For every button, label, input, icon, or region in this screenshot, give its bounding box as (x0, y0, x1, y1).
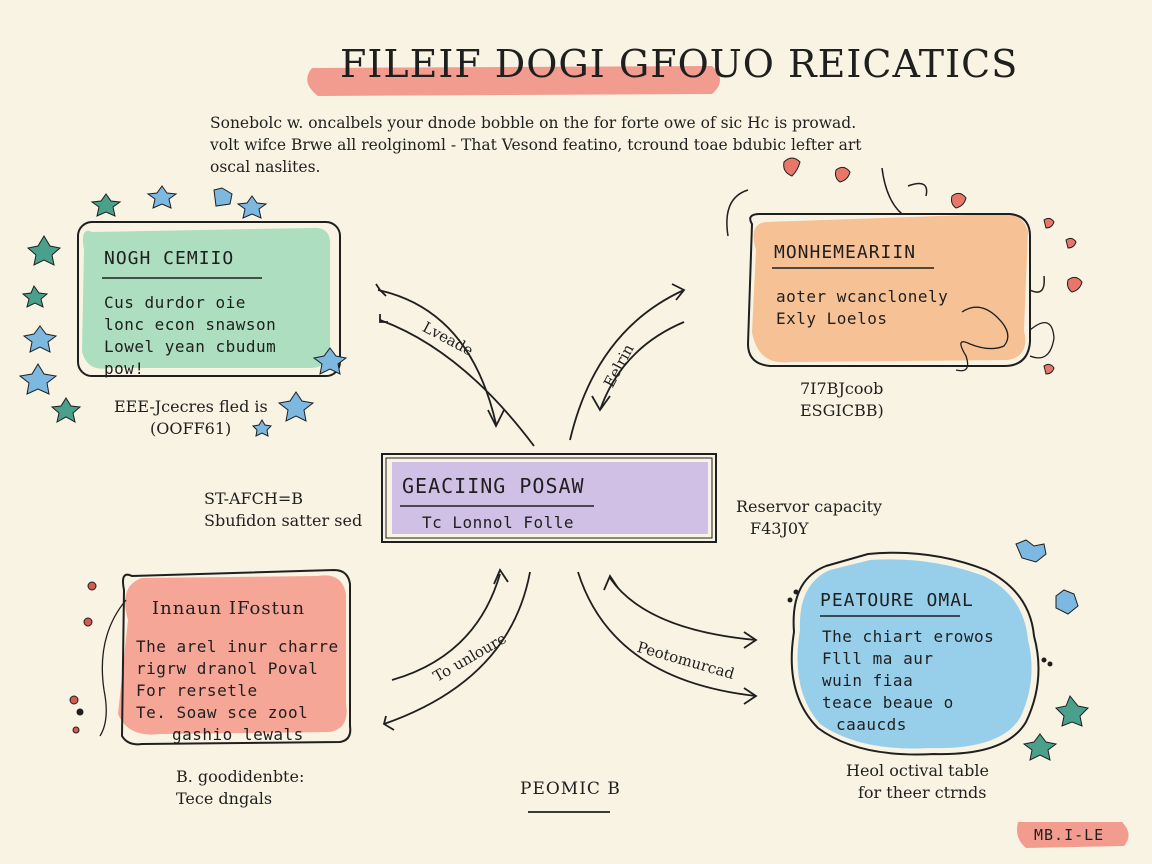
node-top-left-body: Cus durdor oie lonc econ snawson Lowel y… (104, 292, 276, 380)
node-top-left-caption: EEE-Jcecres fled is (OOFF61) (114, 396, 268, 440)
node-bottom-right-body-line: The chiart erowos (822, 627, 995, 646)
intro-line: volt wifce Brwe all reolginoml - That Ve… (210, 136, 862, 154)
caption-line: B. goodidenbte: (176, 767, 305, 786)
intro-line: Sonebolc w. oncalbels your dnode bobble … (210, 114, 857, 132)
node-center-shape (381, 453, 717, 543)
node-bottom-left-body-line: For rersetle (136, 681, 258, 700)
label-line: ST-AFCH=B (204, 489, 303, 508)
decor-stars-bottom-right (787, 539, 1090, 761)
node-top-left-body-line: Cus durdor oie (104, 293, 246, 312)
node-top-right-title: MONHEMEARIIN (774, 242, 917, 263)
node-center-left-label: ST-AFCH=B Sbufidon satter sed (204, 488, 362, 532)
node-top-right-body-line: aoter wcanclonely (776, 287, 949, 306)
node-top-right-body: aoter wcanclonely Exly Loelos (776, 286, 948, 330)
node-bottom-left-body: The arel inur charre rigrw dranol Poval … (136, 636, 339, 746)
caption-line: 7I7BJcoob (800, 379, 884, 398)
node-bottom-left-body-line: Te. Soaw sce zool (136, 703, 309, 722)
footer-center-label: PEOMIC B (520, 779, 621, 799)
caption-line: Heol octival table (846, 761, 989, 780)
node-bottom-right-shape (790, 551, 1040, 756)
caption-line: Tece dngals (176, 789, 273, 808)
edge-arrows (375, 283, 758, 813)
node-bottom-right-body-line: Flll ma aur (822, 649, 934, 668)
signature-highlight (1017, 822, 1129, 848)
decor-stars-top-left (18, 185, 348, 437)
label-line: Reservor capacity (736, 497, 883, 516)
node-bottom-right-title: PEATOURE OMAL (820, 590, 974, 611)
node-bottom-right-body: The chiart erowos Flll ma aur wuin fiaa … (822, 626, 994, 736)
node-bottom-left-caption: B. goodidenbte: Tece dngals (176, 766, 304, 810)
label-line: Sbufidon satter sed (204, 511, 363, 530)
node-top-right-caption: 7I7BJcoob ESGICBB) (800, 378, 884, 422)
node-top-left-title: NOGH CEMIIO (104, 248, 235, 269)
decor-scribbles-top-right (783, 157, 1083, 375)
node-bottom-left-shape (99, 568, 352, 746)
node-top-left-body-line: Lowel yean cbudum (104, 337, 277, 356)
caption-line: for theer ctrnds (858, 783, 987, 802)
title-highlight (307, 66, 720, 96)
decor-dots-bottom-left (69, 581, 97, 734)
node-top-right-body-line: Exly Loelos (776, 309, 888, 328)
node-bottom-right-caption: Heol octival table for theer ctrnds (846, 760, 989, 804)
intro-line: oscal naslites. (210, 158, 321, 176)
node-bottom-right-body-line: caaucds (836, 715, 907, 734)
node-bottom-right-body-line: teace beaue o (822, 693, 954, 712)
page-title: FILEIF DOGI GFOUO REICATICS (340, 42, 1019, 86)
node-center-body: Tc Lonnol Folle (422, 513, 574, 532)
node-center-right-label: Reservor capacity F43J0Y (736, 496, 882, 540)
caption-line: (OOFF61) (150, 419, 232, 438)
node-center-title: GEACIING POSAW (402, 474, 585, 498)
node-bottom-left-body-line: gashio lewals (172, 725, 304, 744)
node-bottom-left-title: Innaun IFostun (152, 598, 306, 619)
node-top-left-shape (77, 221, 341, 377)
label-line: F43J0Y (750, 519, 809, 538)
node-top-right-shape (726, 167, 1055, 372)
node-bottom-left-body-line: The arel inur charre (136, 637, 339, 656)
intro-paragraph: Sonebolc w. oncalbels your dnode bobble … (210, 112, 861, 178)
node-bottom-right-body-line: wuin fiaa (822, 671, 914, 690)
node-top-left-body-line: pow! (104, 359, 145, 378)
node-bottom-left-body-line: rigrw dranol Poval (136, 659, 319, 678)
signature: MB.I-LE (1034, 826, 1105, 844)
caption-line: EEE-Jcecres fled is (114, 397, 268, 416)
node-top-left-body-line: lonc econ snawson (104, 315, 277, 334)
caption-line: ESGICBB) (800, 401, 884, 420)
